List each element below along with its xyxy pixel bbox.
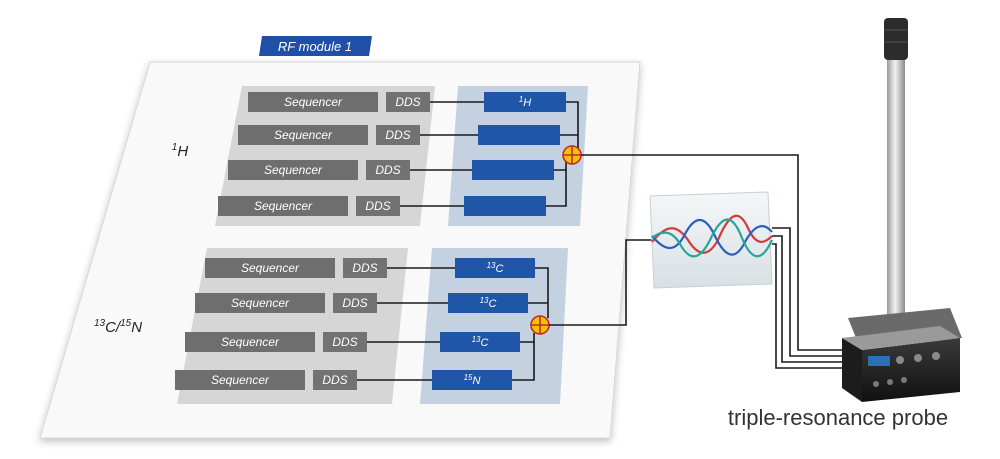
dds-label: DDS [322, 373, 347, 387]
combiner-icon [562, 145, 582, 165]
combiner-icon [530, 315, 550, 335]
sequencer-block [238, 125, 368, 145]
dds-block [313, 370, 357, 390]
combiner-wires-1h [546, 101, 579, 207]
row-1h-3: Sequencer DDS [228, 160, 554, 180]
waveform-box [649, 191, 774, 289]
channel-label: 13C [480, 296, 497, 310]
row-13c15n-1: Sequencer DDS 13C [205, 258, 535, 278]
combiner-wires-13c15n [512, 267, 549, 381]
dds-label: DDS [385, 128, 410, 142]
row-1h-2: Sequencer DDS [238, 125, 560, 145]
probe-illustration [842, 18, 962, 402]
sequencer-label: Sequencer [284, 95, 343, 109]
sequencer-label: Sequencer [274, 128, 333, 142]
sequencer-label: Sequencer [254, 199, 313, 213]
channel-label: 15N [464, 373, 481, 387]
dds-block [376, 125, 420, 145]
channel-block [484, 92, 566, 112]
sequencer-label: Sequencer [231, 296, 290, 310]
row-1h-4: Sequencer DDS [218, 196, 546, 216]
sequencer-block [248, 92, 378, 112]
row-13c15n-2: Sequencer DDS 13C [195, 293, 528, 313]
channel-label: 1H [519, 95, 531, 109]
group-label-13c15n: 13C/15N [94, 318, 142, 336]
sequencer-block [175, 370, 305, 390]
output-wires [549, 154, 842, 369]
channel-block [455, 258, 535, 278]
channel-block [472, 160, 554, 180]
dds-block [333, 293, 377, 313]
probe-base [842, 338, 862, 402]
channel-block [478, 125, 560, 145]
probe-label: triple-resonance probe [728, 405, 948, 430]
dds-block [366, 160, 410, 180]
dds-block [386, 92, 430, 112]
group-13c15n-panel [177, 248, 408, 404]
probe-shaft [887, 60, 905, 322]
dds-label: DDS [395, 95, 420, 109]
channel-label: 13C [472, 335, 489, 349]
sequencer-block [228, 160, 358, 180]
dds-block [343, 258, 387, 278]
sequencer-label: Sequencer [221, 335, 280, 349]
sequencer-label: Sequencer [264, 163, 323, 177]
dds-label: DDS [342, 296, 367, 310]
rf-module-label: RF module 1 [278, 39, 352, 54]
group-1h-panel [215, 86, 435, 226]
channel-panel-1h [448, 86, 588, 226]
sequencer-block [185, 332, 315, 352]
row-1h-1: Sequencer DDS 1H [248, 92, 566, 112]
waveform-green [651, 218, 774, 258]
row-13c15n-4: Sequencer DDS 15N [175, 370, 512, 390]
channel-block [440, 332, 520, 352]
sequencer-block [218, 196, 348, 216]
sequencer-label: Sequencer [211, 373, 270, 387]
dds-label: DDS [332, 335, 357, 349]
channel-panel-13c15n [420, 248, 568, 404]
rf-module-tag: RF module 1 [259, 36, 372, 56]
dds-label: DDS [352, 261, 377, 275]
sequencer-block [205, 258, 335, 278]
dds-block [356, 196, 400, 216]
dds-block [323, 332, 367, 352]
channel-block [448, 293, 528, 313]
sequencer-block [195, 293, 325, 313]
dds-label: DDS [375, 163, 400, 177]
channel-block [432, 370, 512, 390]
channel-block [464, 196, 546, 216]
group-label-1h: 1H [172, 142, 189, 160]
row-13c15n-3: Sequencer DDS 13C [185, 332, 520, 352]
dds-label: DDS [365, 199, 390, 213]
sequencer-label: Sequencer [241, 261, 300, 275]
channel-label: 13C [487, 261, 504, 275]
